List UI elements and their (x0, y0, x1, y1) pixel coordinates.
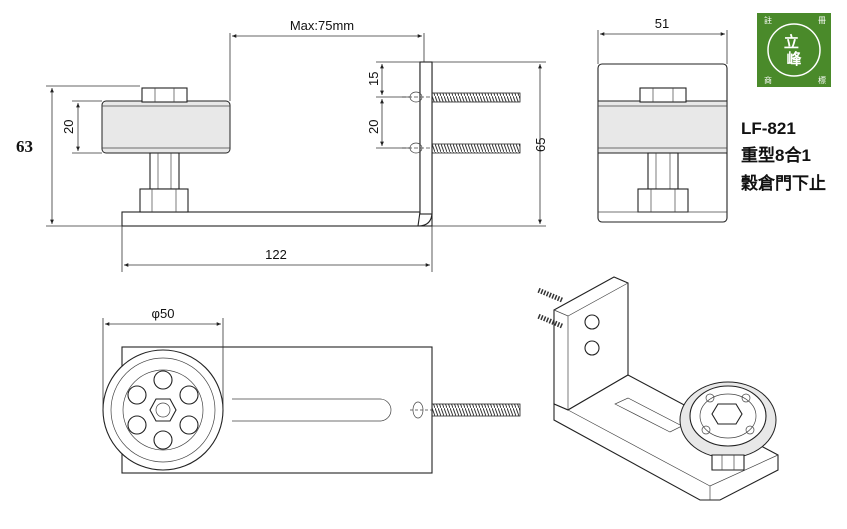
base-length-label: 122 (265, 247, 287, 262)
vertical-plate-face (419, 61, 433, 215)
bearing-hole (127, 415, 147, 435)
wheel-diameter-label: φ50 (152, 306, 175, 321)
logo-corner-bl: 商 (764, 75, 772, 85)
side-wheel (597, 100, 728, 154)
bracket-height-label: 65 (533, 138, 548, 152)
logo-box (757, 13, 831, 87)
logo-center-text: 立 峰 (784, 33, 804, 68)
screw-spacing-mid-label: 20 (366, 120, 381, 134)
base-plate (121, 211, 433, 227)
top-view: φ50 (102, 306, 521, 474)
iso-hex-nut (711, 403, 743, 425)
isometric-view (537, 276, 779, 501)
logo-corner-tl: 註 (764, 15, 772, 25)
front-view: Max:75mm 63 20 15 20 65 122 (16, 18, 548, 272)
top-screw (431, 403, 521, 417)
height-total-label: 63 (16, 137, 33, 156)
iso-bottom-nut (711, 454, 745, 471)
wheel-thickness-label: 20 (61, 120, 76, 134)
side-width-label: 51 (655, 16, 669, 31)
bottom-nut (139, 188, 189, 213)
bearing-hole (179, 415, 199, 435)
iso-hole (584, 340, 600, 356)
logo-char-1: 立 (784, 33, 799, 51)
bearing-hole (153, 430, 173, 450)
iso-hole (584, 314, 600, 330)
shaft (149, 152, 180, 190)
side-view: 51 (597, 16, 728, 223)
side-top-nut (639, 87, 687, 103)
screw-lower (431, 143, 521, 154)
product-line3: 穀倉門下止 (741, 173, 826, 193)
brand-logo: 立 峰 註 冊 商 標 (757, 13, 831, 87)
hex-nut (149, 398, 177, 422)
logo-corner-br: 標 (818, 75, 826, 85)
screw-spacing-top-label: 15 (366, 72, 381, 86)
logo-char-2: 峰 (786, 50, 802, 68)
top-nut (141, 87, 188, 103)
side-bottom-nut (637, 188, 689, 213)
logo-corner-tr: 冊 (818, 16, 826, 25)
side-shaft (647, 152, 679, 190)
product-model: LF-821 (741, 119, 796, 138)
wheel-side (101, 100, 231, 154)
bearing-hole (179, 385, 199, 405)
bearing-hole (153, 370, 173, 390)
logo-ring (767, 23, 821, 77)
slot (232, 398, 392, 422)
max-travel-label: Max:75mm (290, 18, 354, 33)
wheel-inner (122, 369, 204, 451)
screw-upper (431, 92, 521, 103)
product-line2: 重型8合1 (741, 145, 811, 165)
wheel-rim (110, 357, 216, 463)
bearing-hole (127, 385, 147, 405)
